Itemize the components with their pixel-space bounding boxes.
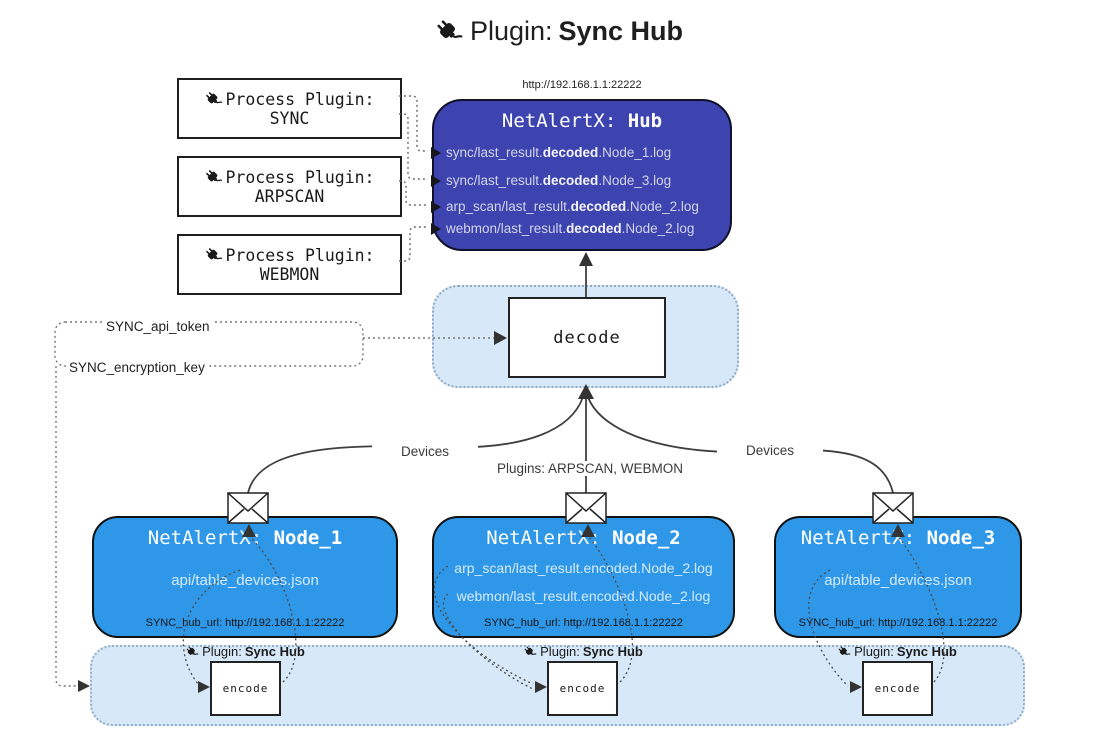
log-arrow-icon xyxy=(431,223,441,235)
node-3-box: NetAlertX: Node_3 api/table_devices.json… xyxy=(774,516,1022,638)
log-arrow-icon xyxy=(431,147,441,159)
process-plugin-label: Process Plugin: xyxy=(225,89,375,109)
encode-box: encode xyxy=(862,661,933,716)
hub-title-prefix: NetAlertX: xyxy=(501,110,617,132)
node-hub-url: SYNC_hub_url: http://192.168.1.1:22222 xyxy=(484,617,683,629)
log-arrow-icon xyxy=(431,201,441,213)
hub-log-line: sync/last_result.decoded.Node_1.log xyxy=(446,145,672,160)
hub-title: NetAlertX: Hub xyxy=(434,110,730,132)
node-file: api/table_devices.json xyxy=(171,572,319,589)
node-file: arp_scan/last_result.encoded.Node_2.log xyxy=(454,560,713,576)
plugins-edge-label: Plugins: ARPSCAN, WEBMON xyxy=(485,461,695,476)
hub-log-line: sync/last_result.decoded.Node_3.log xyxy=(446,173,672,188)
plug-icon xyxy=(437,19,463,38)
plug-icon xyxy=(186,646,199,655)
arrowhead xyxy=(78,680,90,692)
hub-title-name: Hub xyxy=(627,110,663,132)
node-hub-url: SYNC_hub_url: http://192.168.1.1:22222 xyxy=(145,617,345,629)
node-1-box: NetAlertX: Node_1 api/table_devices.json… xyxy=(92,516,398,638)
devices-left-label: Devices xyxy=(372,444,478,459)
plug-icon xyxy=(838,646,851,655)
process-plugin-name: ARPSCAN xyxy=(254,186,325,206)
node-title: NetAlertX: Node_3 xyxy=(800,527,996,549)
process-plugin-sync: Process Plugin: SYNC xyxy=(177,78,402,139)
process-plugin-webmon: Process Plugin: WEBMON xyxy=(177,234,402,295)
sync-encryption-key-label: SYNC_encryption_key xyxy=(66,360,208,375)
node-file: webmon/last_result.encoded.Node_2.log xyxy=(456,588,711,604)
plug-icon xyxy=(206,91,223,103)
process-plugin-name: WEBMON xyxy=(259,264,320,284)
hub-log-line: webmon/last_result.decoded.Node_2.log xyxy=(446,221,695,236)
process-plugin-label: Process Plugin: xyxy=(225,245,375,265)
encoder-plugin-label: Plugin:Sync Hub xyxy=(812,644,982,659)
log-arrow-icon xyxy=(431,175,441,187)
process-plugin-name: SYNC xyxy=(269,108,310,128)
encoder-plugin-label: Plugin:Sync Hub xyxy=(498,644,668,659)
title-prefix: Plugin: xyxy=(469,16,553,46)
page-title: Plugin: Sync Hub xyxy=(0,16,1117,47)
plugin-to-hub-edges xyxy=(399,95,428,262)
node-title: NetAlertX: Node_2 xyxy=(486,527,681,549)
encoder-plugin-label: Plugin:Sync Hub xyxy=(160,644,330,659)
node-file: api/table_devices.json xyxy=(824,572,972,589)
node-hub-url: SYNC_hub_url: http://192.168.1.1:22222 xyxy=(798,617,998,629)
process-plugin-label: Process Plugin: xyxy=(225,167,375,187)
devices-right-label: Devices xyxy=(717,443,823,458)
decode-box: decode xyxy=(508,297,666,378)
process-plugin-arpscan: Process Plugin: ARPSCAN xyxy=(177,156,402,217)
hub-log-line: arp_scan/last_result.decoded.Node_2.log xyxy=(446,199,699,214)
plug-icon xyxy=(524,646,537,655)
title-name: Sync Hub xyxy=(558,16,684,46)
node-2-box: NetAlertX: Node_2 arp_scan/last_result.e… xyxy=(432,516,735,638)
hub-box: NetAlertX: Hub sync/last_result.decoded.… xyxy=(431,99,732,251)
hub-url: http://192.168.1.1:22222 xyxy=(522,79,642,91)
plug-icon xyxy=(206,247,223,259)
encode-box: encode xyxy=(547,661,618,716)
sync-api-token-label: SYNC_api_token xyxy=(103,319,213,334)
encode-box: encode xyxy=(210,661,281,716)
plug-icon xyxy=(206,169,223,181)
node-title: NetAlertX: Node_1 xyxy=(147,527,343,549)
